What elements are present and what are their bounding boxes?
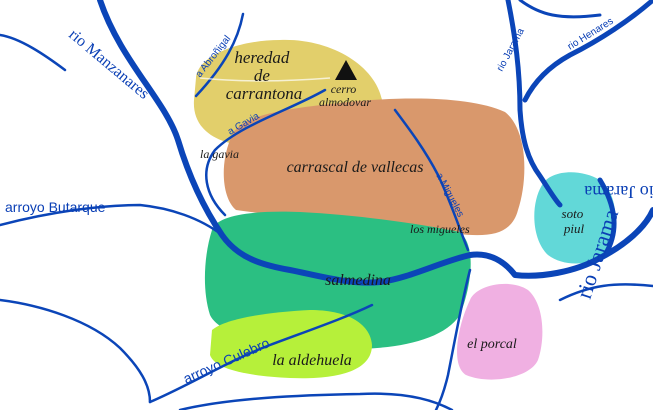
label-arroyo-butarque: arroyo Butarque xyxy=(5,199,106,215)
stream-east-lower[interactable] xyxy=(558,283,653,302)
river-north-tributary[interactable] xyxy=(518,0,602,19)
river-jarama-lower[interactable] xyxy=(597,177,617,258)
stream-abronigal[interactable] xyxy=(194,12,245,98)
stream-south-edge[interactable] xyxy=(178,392,454,410)
mountain-peak-icon xyxy=(335,60,357,80)
river-network xyxy=(97,0,653,286)
river-henares[interactable] xyxy=(522,0,653,103)
label-carrascal: carrascal de vallecas xyxy=(287,159,424,176)
region-la-aldehuela[interactable] xyxy=(210,310,372,379)
stream-southwest[interactable] xyxy=(0,298,152,404)
stream-heredad-white xyxy=(199,77,331,82)
stream-west-upper[interactable] xyxy=(0,33,67,72)
stream-porcal-edge[interactable] xyxy=(434,268,472,410)
region-el-porcal[interactable] xyxy=(457,283,543,380)
label-heredad: heredad de carrantona xyxy=(226,48,303,103)
label-los-migueles: los migueles xyxy=(410,222,470,236)
stream-butarque[interactable] xyxy=(0,203,224,237)
stream-gavia[interactable] xyxy=(205,88,327,217)
stream-culebro[interactable] xyxy=(148,303,374,404)
label-soto-piul: soto piul xyxy=(562,206,587,236)
stream-migueles[interactable] xyxy=(393,108,470,252)
minor-streams xyxy=(0,12,653,410)
label-salmedina: salmedina xyxy=(325,272,391,289)
river-jarama-upper[interactable] xyxy=(505,0,563,208)
label-aldehuela: la aldehuela xyxy=(272,352,352,369)
label-la-gavia: la gavia xyxy=(200,147,239,161)
label-soto-river-arc: rio Jarama xyxy=(584,182,653,202)
river-manzanares[interactable] xyxy=(97,0,653,286)
label-el-porcal: el porcal xyxy=(467,337,517,352)
label-cerro-almodovar: cerro almodovar xyxy=(319,82,371,109)
